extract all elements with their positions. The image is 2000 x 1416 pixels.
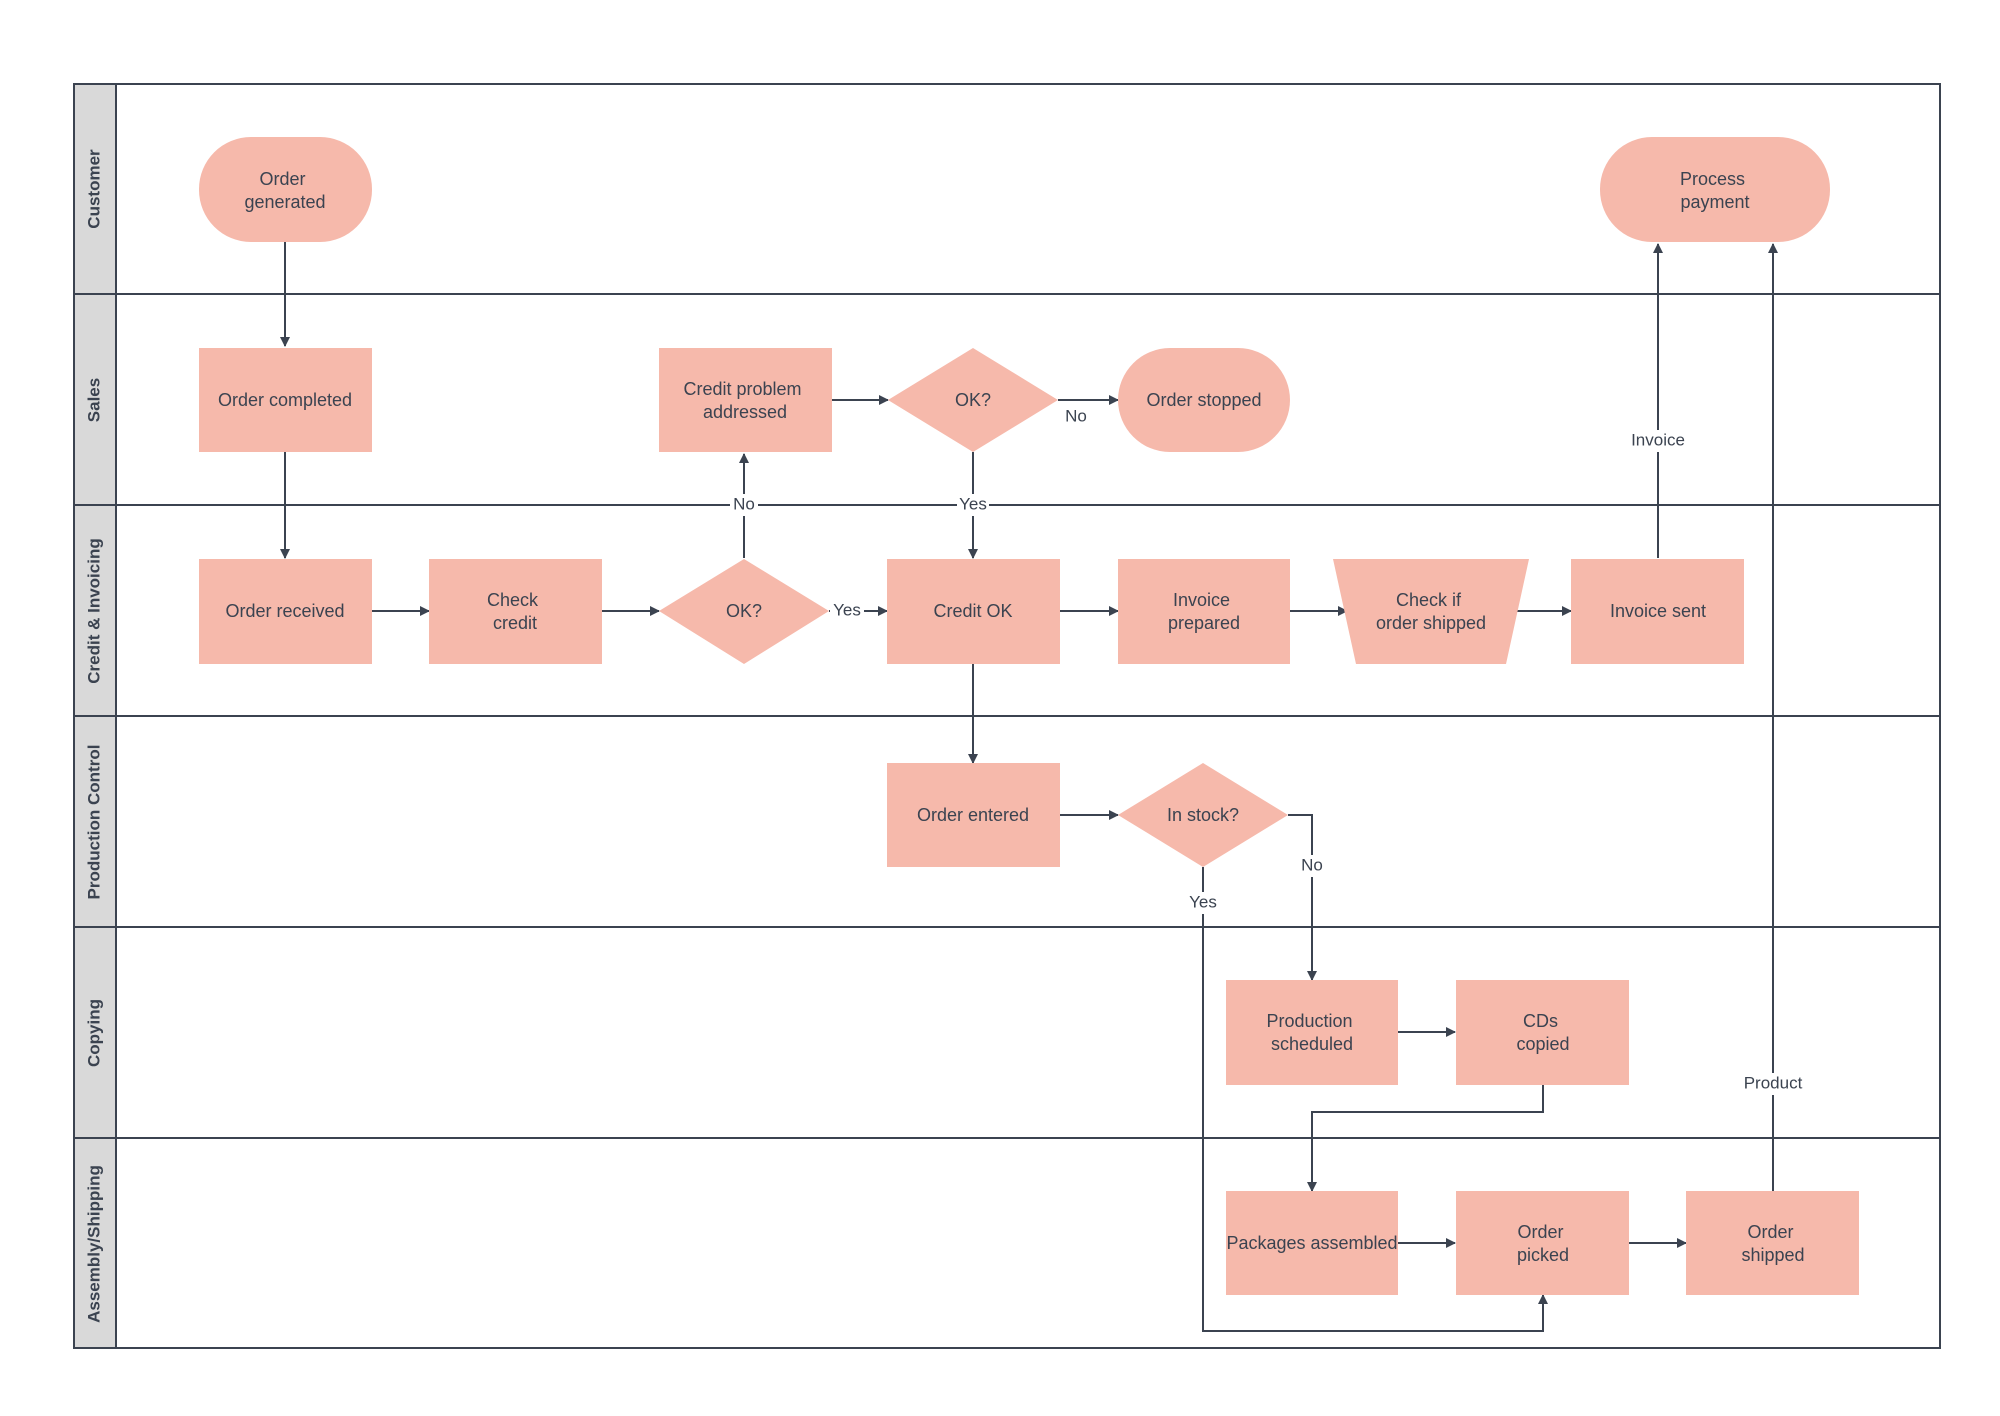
edge-in-stock-yes-to-order-picked: [1202, 867, 1548, 1332]
node-ok-decision-credit[interactable]: [659, 559, 829, 664]
node-process-payment[interactable]: [1600, 137, 1830, 242]
node-credit-problem-addressed-label: Credit problem addressed: [683, 379, 806, 422]
node-order-received[interactable]: [199, 559, 372, 664]
edge-label-no: No: [1301, 855, 1323, 874]
node-in-stock-decision-label: In stock?: [1167, 805, 1239, 825]
lane-label-assembly-shipping: Assembly/Shipping: [84, 1165, 103, 1323]
node-ok-decision-sales-label: OK?: [955, 390, 991, 410]
label-bg: [1060, 405, 1092, 427]
label-bg: [1297, 855, 1327, 877]
node-check-if-order-shipped[interactable]: [1333, 559, 1529, 664]
lane-label-copying: Copying: [84, 999, 103, 1067]
label-bg: [1624, 430, 1692, 452]
node-ok-decision-credit-label: OK?: [726, 601, 762, 621]
node-check-credit[interactable]: [429, 559, 602, 664]
node-order-stopped-label: Order stopped: [1146, 390, 1261, 410]
node-production-scheduled-label: Production scheduled: [1266, 1011, 1357, 1054]
lanes: Customer Sales Credit & Invoicing Produc…: [73, 83, 1941, 1349]
edge-in-stock-no-to-production: [1288, 814, 1317, 981]
lane-label-sales: Sales: [84, 378, 103, 422]
node-credit-ok[interactable]: [887, 559, 1060, 664]
nodes: Order generated Process payment Order co…: [199, 137, 1859, 1295]
edge-label-no: No: [733, 494, 755, 513]
node-check-credit-label: Check credit: [487, 590, 543, 633]
node-invoice-sent[interactable]: [1571, 559, 1744, 664]
edge-label-invoice: Invoice: [1631, 430, 1685, 449]
node-production-scheduled[interactable]: [1226, 980, 1398, 1085]
node-invoice-prepared[interactable]: [1118, 559, 1290, 664]
node-invoice-prepared-label: Invoice prepared: [1168, 590, 1240, 633]
node-packages-assembled-label: Packages assembled: [1226, 1233, 1397, 1253]
node-ok-decision-sales[interactable]: [888, 348, 1058, 452]
node-packages-assembled[interactable]: [1226, 1191, 1398, 1295]
node-order-entered[interactable]: [887, 763, 1060, 867]
node-in-stock-decision[interactable]: [1118, 763, 1288, 867]
edge-labels: No Yes No Yes Invoice No Yes Product: [730, 405, 1810, 1095]
node-order-shipped-label: Order shipped: [1741, 1222, 1804, 1265]
node-order-entered-label: Order entered: [917, 805, 1029, 825]
node-order-picked-label: Order picked: [1517, 1222, 1569, 1265]
node-order-completed[interactable]: [199, 348, 372, 452]
edge-label-product: Product: [1744, 1073, 1803, 1092]
edge-cds-copied-to-packages: [1307, 1085, 1544, 1192]
edge-label-yes: Yes: [1189, 892, 1217, 911]
lane-label-customer: Customer: [84, 149, 103, 229]
node-cds-copied[interactable]: [1456, 980, 1629, 1085]
label-bg: [1736, 1073, 1810, 1095]
node-order-completed-label: Order completed: [218, 390, 352, 410]
edge-label-yes: Yes: [833, 600, 861, 619]
lane-label-production-control: Production Control: [84, 745, 103, 900]
edge-label-no: No: [1065, 406, 1087, 425]
label-bg: [957, 494, 989, 516]
edge-label-yes: Yes: [959, 494, 987, 513]
label-bg: [830, 600, 864, 622]
node-credit-problem-addressed[interactable]: [659, 348, 832, 452]
label-bg: [1186, 892, 1220, 914]
connectors: [280, 242, 1778, 1332]
node-order-stopped[interactable]: [1118, 348, 1290, 452]
node-order-generated-label: Order generated: [244, 169, 325, 212]
node-order-received-label: Order received: [225, 601, 344, 621]
node-order-shipped[interactable]: [1686, 1191, 1859, 1295]
node-cds-copied-label: CDs copied: [1516, 1011, 1569, 1054]
label-bg: [730, 494, 758, 516]
node-process-payment-label: Process payment: [1680, 169, 1750, 212]
node-invoice-sent-label: Invoice sent: [1610, 601, 1706, 621]
node-order-generated[interactable]: [199, 137, 372, 242]
node-credit-ok-label: Credit OK: [933, 601, 1012, 621]
node-check-if-order-shipped-label: Check if order shipped: [1376, 590, 1486, 633]
node-order-picked[interactable]: [1456, 1191, 1629, 1295]
lane-label-credit-invoicing: Credit & Invoicing: [84, 538, 103, 683]
